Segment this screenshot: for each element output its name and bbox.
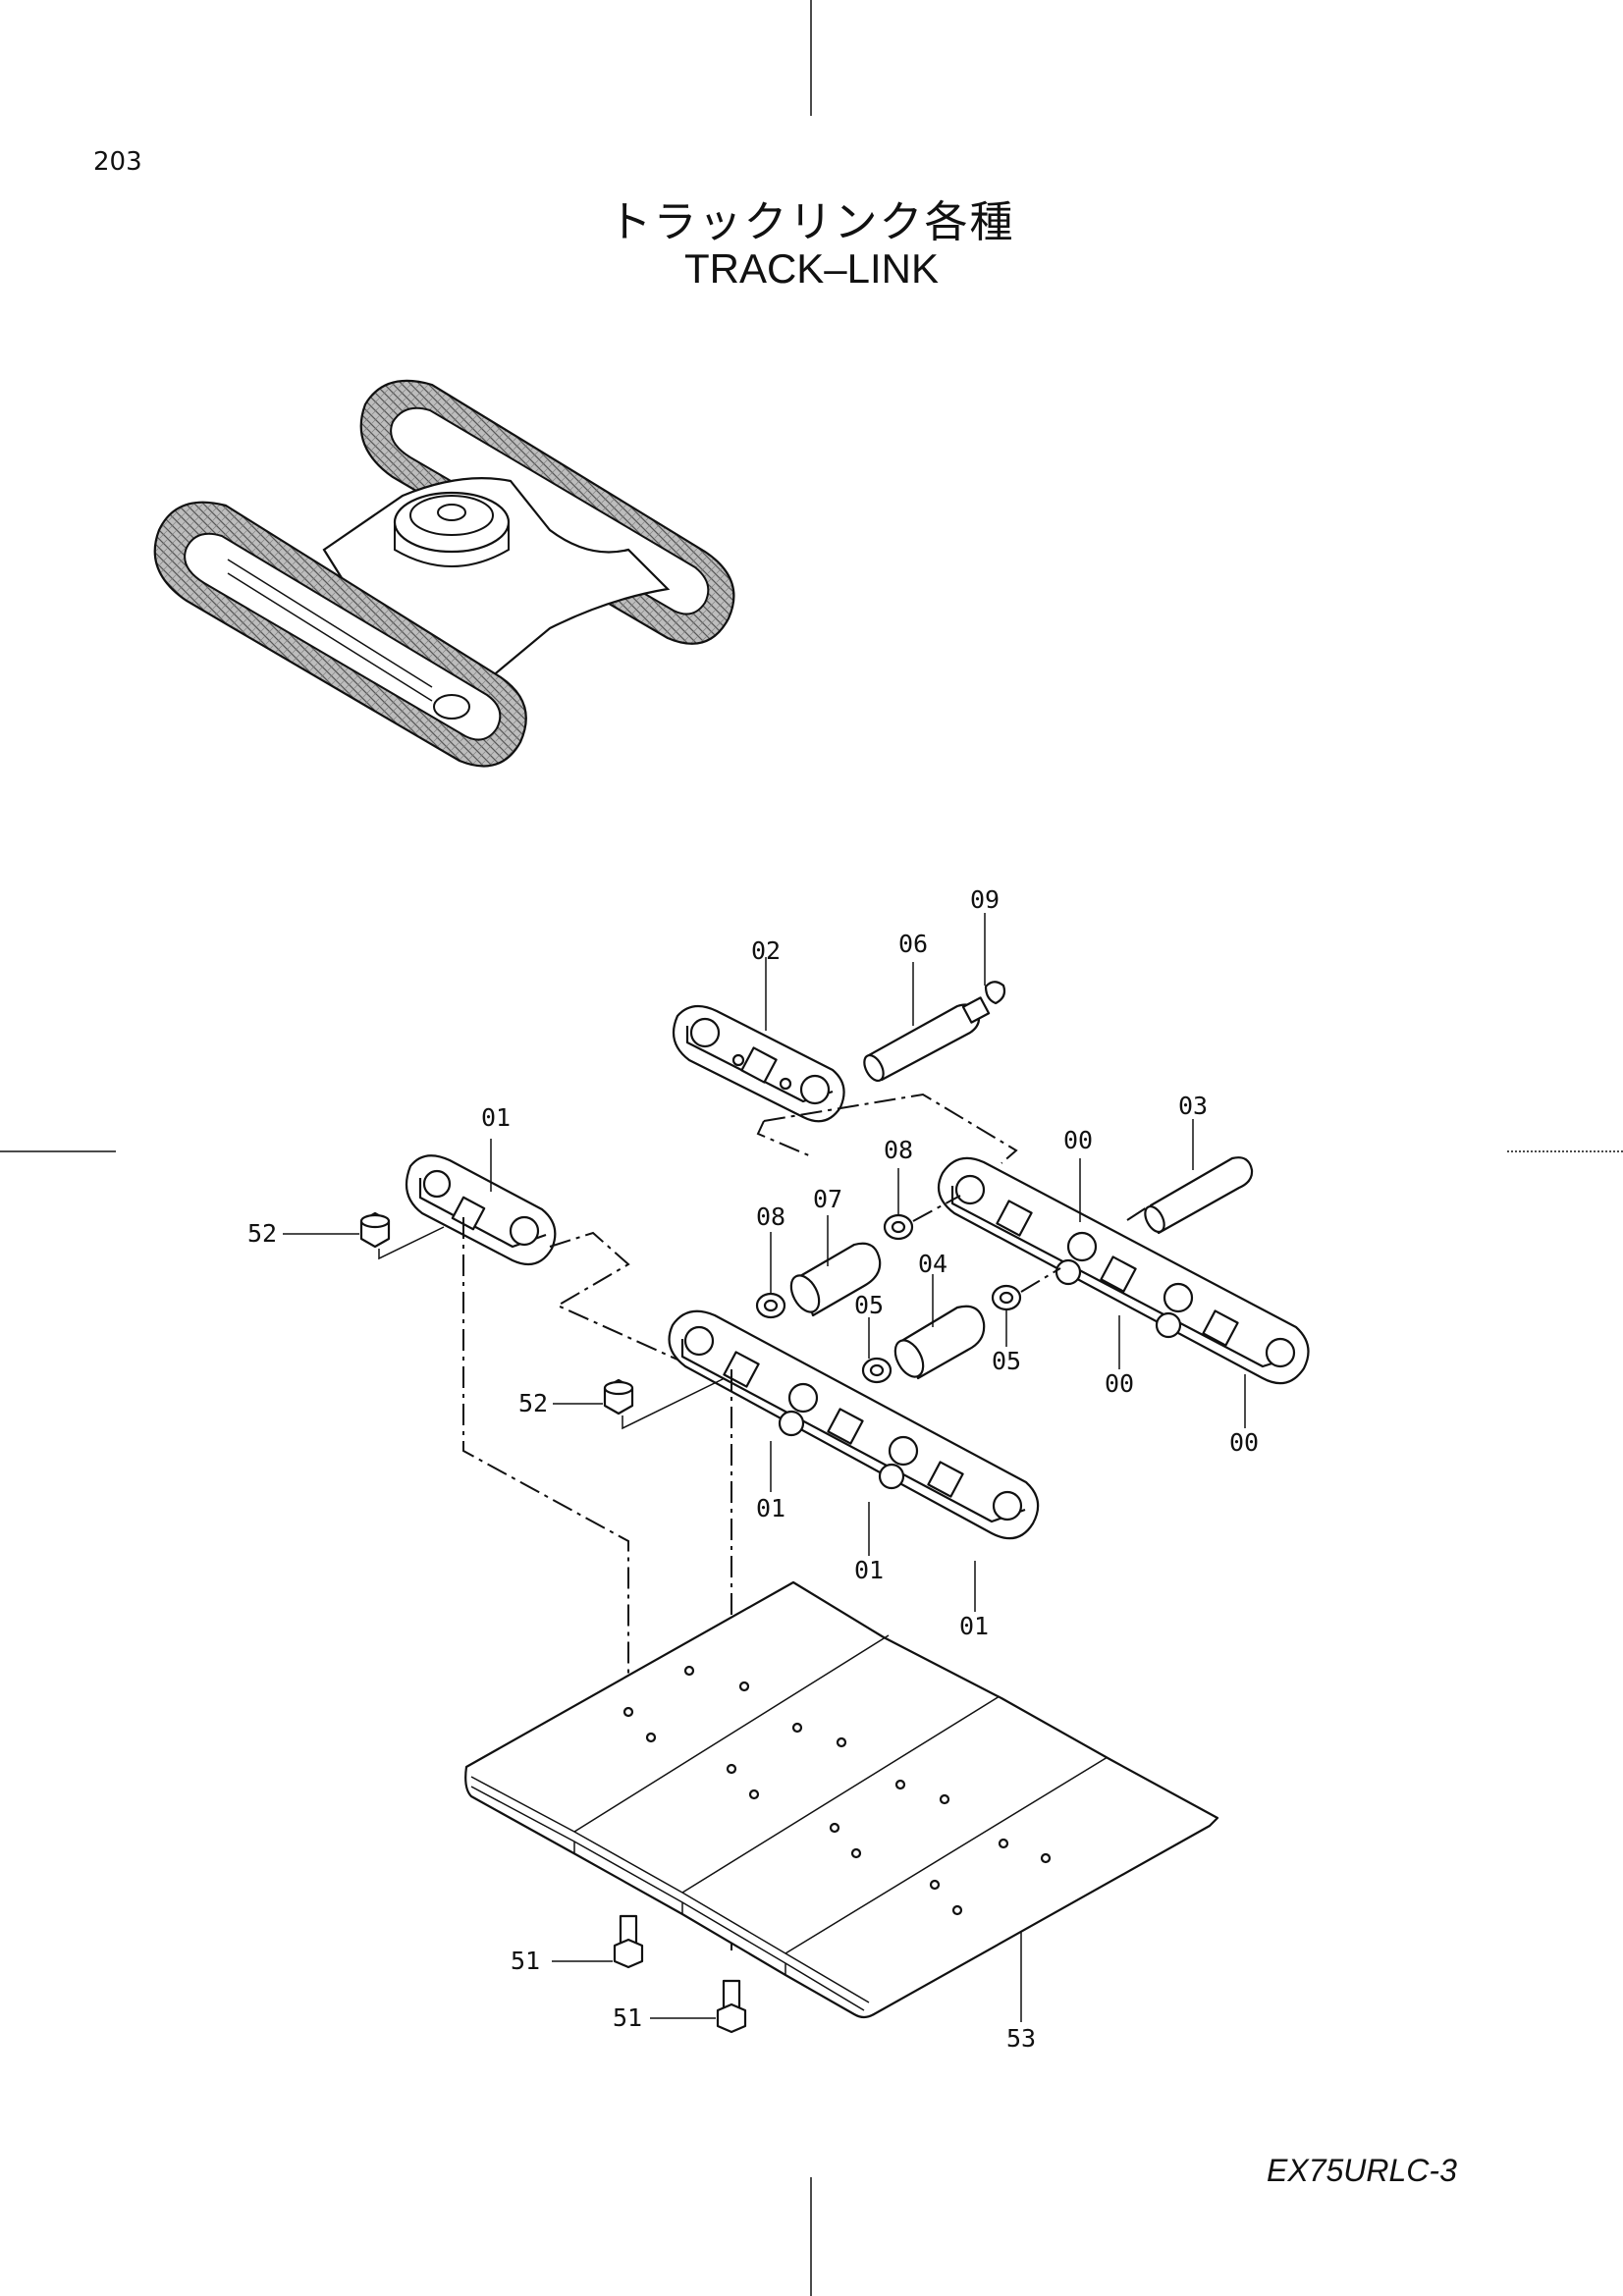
nut-52-lower bbox=[603, 1378, 634, 1415]
part-label-06: 06 bbox=[898, 930, 928, 958]
page-number: 203 bbox=[93, 147, 142, 177]
snap-ring-09 bbox=[984, 981, 1006, 1005]
track-shoe-53 bbox=[464, 1580, 1219, 2019]
part-label-01-b: 01 bbox=[854, 1556, 884, 1584]
part-label-05-right: 05 bbox=[992, 1347, 1021, 1375]
part-label-09: 09 bbox=[970, 885, 1000, 914]
track-pin-03 bbox=[1144, 1156, 1254, 1235]
part-label-52-upper: 52 bbox=[247, 1219, 277, 1248]
track-link-chain-00 bbox=[937, 1156, 1310, 1385]
link-01-assembly-line bbox=[549, 1231, 678, 1361]
seal-05-right bbox=[991, 1284, 1022, 1311]
part-number-callouts: 09 06 02 03 00 08 01 07 08 52 04 05 05 0… bbox=[247, 885, 1259, 2053]
page-title-english: TRACK–LINK bbox=[683, 245, 940, 292]
model-code: EX75URLC-3 bbox=[1267, 2153, 1457, 2188]
seal-05-assembly-line bbox=[1020, 1267, 1061, 1293]
track-link-01-single bbox=[405, 1154, 557, 1266]
part-label-51-left: 51 bbox=[511, 1947, 540, 1975]
part-label-03: 03 bbox=[1178, 1092, 1208, 1120]
link-02-assembly-line-b bbox=[756, 1120, 812, 1157]
nut-52-lower-assembly bbox=[622, 1377, 726, 1430]
part-label-00-c: 00 bbox=[1229, 1428, 1259, 1457]
seal-08-upper bbox=[883, 1213, 914, 1241]
bolt-center-line-left bbox=[462, 1217, 629, 1860]
pin-03-assembly-line bbox=[1126, 1206, 1148, 1221]
part-label-01-a: 01 bbox=[756, 1494, 785, 1522]
nut-52-upper bbox=[359, 1211, 391, 1249]
part-label-01-top: 01 bbox=[481, 1103, 511, 1132]
part-label-00-b: 00 bbox=[1105, 1369, 1134, 1398]
part-label-02: 02 bbox=[751, 936, 781, 965]
part-label-00-a: 00 bbox=[1063, 1126, 1093, 1154]
track-link-chain-01 bbox=[668, 1309, 1040, 1540]
track-link-02 bbox=[672, 1004, 845, 1123]
part-label-04: 04 bbox=[918, 1250, 947, 1278]
master-pin-06 bbox=[863, 996, 991, 1083]
seal-05-left bbox=[861, 1357, 893, 1384]
part-label-05-left: 05 bbox=[854, 1291, 884, 1319]
part-label-08-lower: 08 bbox=[756, 1202, 785, 1231]
part-label-07: 07 bbox=[813, 1185, 842, 1213]
undercarriage-overview-illustration bbox=[153, 379, 735, 768]
part-label-52-lower: 52 bbox=[518, 1389, 548, 1417]
nut-52-upper-assembly bbox=[378, 1226, 445, 1260]
bolt-51-left bbox=[613, 1914, 644, 1969]
bolt-51-right bbox=[716, 1979, 747, 2034]
part-label-01-c: 01 bbox=[959, 1612, 989, 1640]
page-title-japanese: トラックリンク各種 bbox=[608, 197, 1015, 247]
link-02-assembly-line bbox=[763, 1093, 1018, 1164]
bushing-07 bbox=[789, 1242, 882, 1317]
part-label-53: 53 bbox=[1006, 2024, 1036, 2053]
seal-08-assembly-line bbox=[912, 1195, 961, 1222]
part-label-51-right: 51 bbox=[613, 2003, 642, 2032]
bushing-04 bbox=[893, 1305, 986, 1380]
seal-08-lower bbox=[755, 1292, 786, 1319]
part-label-08-upper: 08 bbox=[884, 1136, 913, 1164]
